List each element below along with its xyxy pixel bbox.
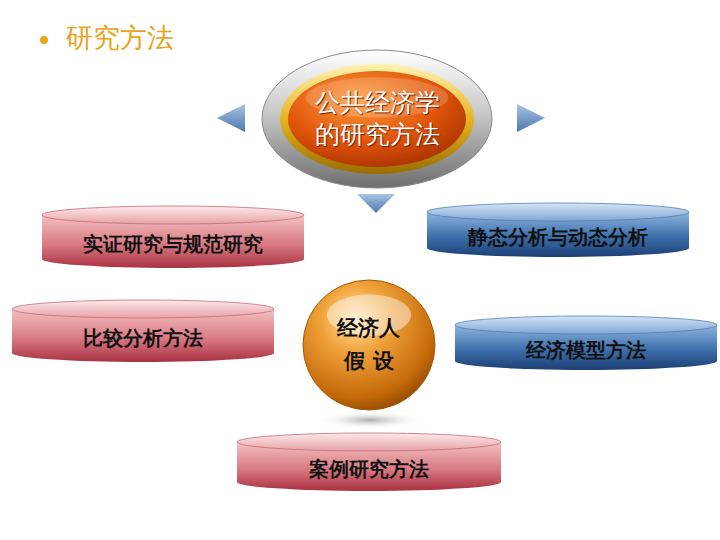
method-disk: 实证研究与规范研究 xyxy=(42,206,304,268)
node-text-wrap: 比较分析方法 xyxy=(83,325,203,351)
node-label: 比较分析方法 xyxy=(83,325,203,351)
method-disk: 经济模型方法 xyxy=(455,316,717,370)
node-label: 案例研究方法 xyxy=(309,456,429,482)
node-outline xyxy=(303,280,435,410)
node-text-wrap: 经济人 假 设 xyxy=(333,312,404,377)
node-text-wrap: 静态分析与动态分析 xyxy=(468,224,648,250)
circle-shadow xyxy=(315,411,425,429)
node-label: 公共经济学 的研究方法 xyxy=(307,87,447,152)
node-text-wrap: 实证研究与规范研究 xyxy=(83,231,263,257)
bullet xyxy=(40,36,48,44)
method-disk: 静态分析与动态分析 xyxy=(427,203,689,257)
node-text-wrap: 公共经济学 的研究方法 xyxy=(307,87,447,152)
node-text-wrap: 经济模型方法 xyxy=(526,337,646,363)
method-disk: 比较分析方法 xyxy=(12,300,274,362)
slide-title: 研究方法 xyxy=(66,20,174,56)
method-disk: 案例研究方法 xyxy=(237,433,501,491)
assumption-circle: 经济人 假 设 xyxy=(303,280,435,410)
node-label: 实证研究与规范研究 xyxy=(83,231,263,257)
node-label: 经济人 假 设 xyxy=(333,312,404,377)
node-label: 经济模型方法 xyxy=(526,337,646,363)
center-oval: 公共经济学 的研究方法 xyxy=(262,50,492,188)
arrow-down xyxy=(357,194,395,213)
node-label: 静态分析与动态分析 xyxy=(468,224,648,250)
node-outline xyxy=(262,50,492,188)
node-text-wrap: 案例研究方法 xyxy=(309,456,429,482)
arrow-left xyxy=(217,104,245,132)
arrow-right xyxy=(517,104,545,132)
